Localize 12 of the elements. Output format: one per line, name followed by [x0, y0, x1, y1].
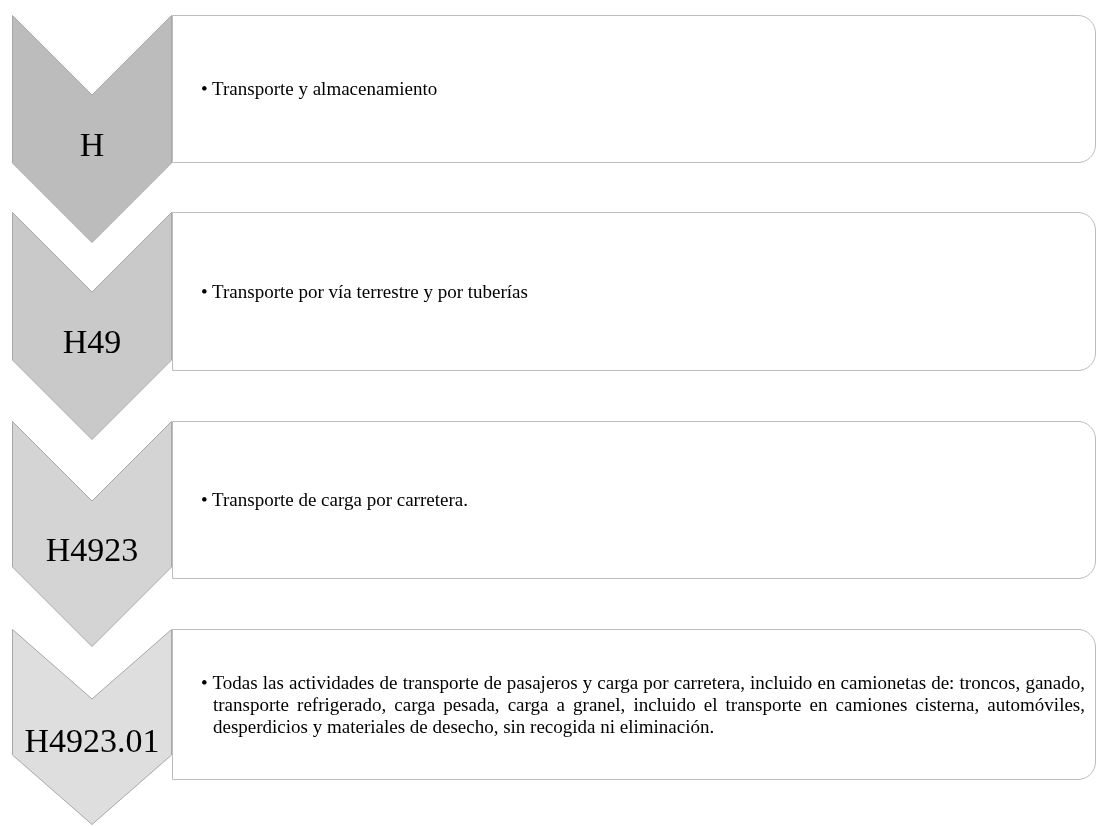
bullet-text: • Transporte por vía terrestre y por tuberías: [201, 280, 528, 303]
text-box: [172, 15, 1096, 163]
text-box: [172, 629, 1096, 780]
chevron-label: H: [79, 128, 105, 162]
chevron-label: H4923: [45, 533, 139, 567]
chevron-label: H49: [62, 325, 122, 359]
bullet-text: • Todas las actividades de transporte de pasajeros y carga por carretera, incluido en camionetas de: troncos, ganado, transporte refrigerado, carga pesada, carga a granel, incluido el transporte en camiones cisterna, automóviles, desperdicios y materiales de desecho, sin recogida ni eliminación.: [201, 671, 1085, 738]
bullet-text: • Transporte y almacenamiento: [201, 78, 438, 100]
chevron-label: H4923.01: [24, 724, 160, 758]
text-box: [172, 421, 1096, 579]
text-box: [172, 212, 1096, 371]
bullet-text: • Transporte de carga por carretera.: [201, 489, 468, 511]
